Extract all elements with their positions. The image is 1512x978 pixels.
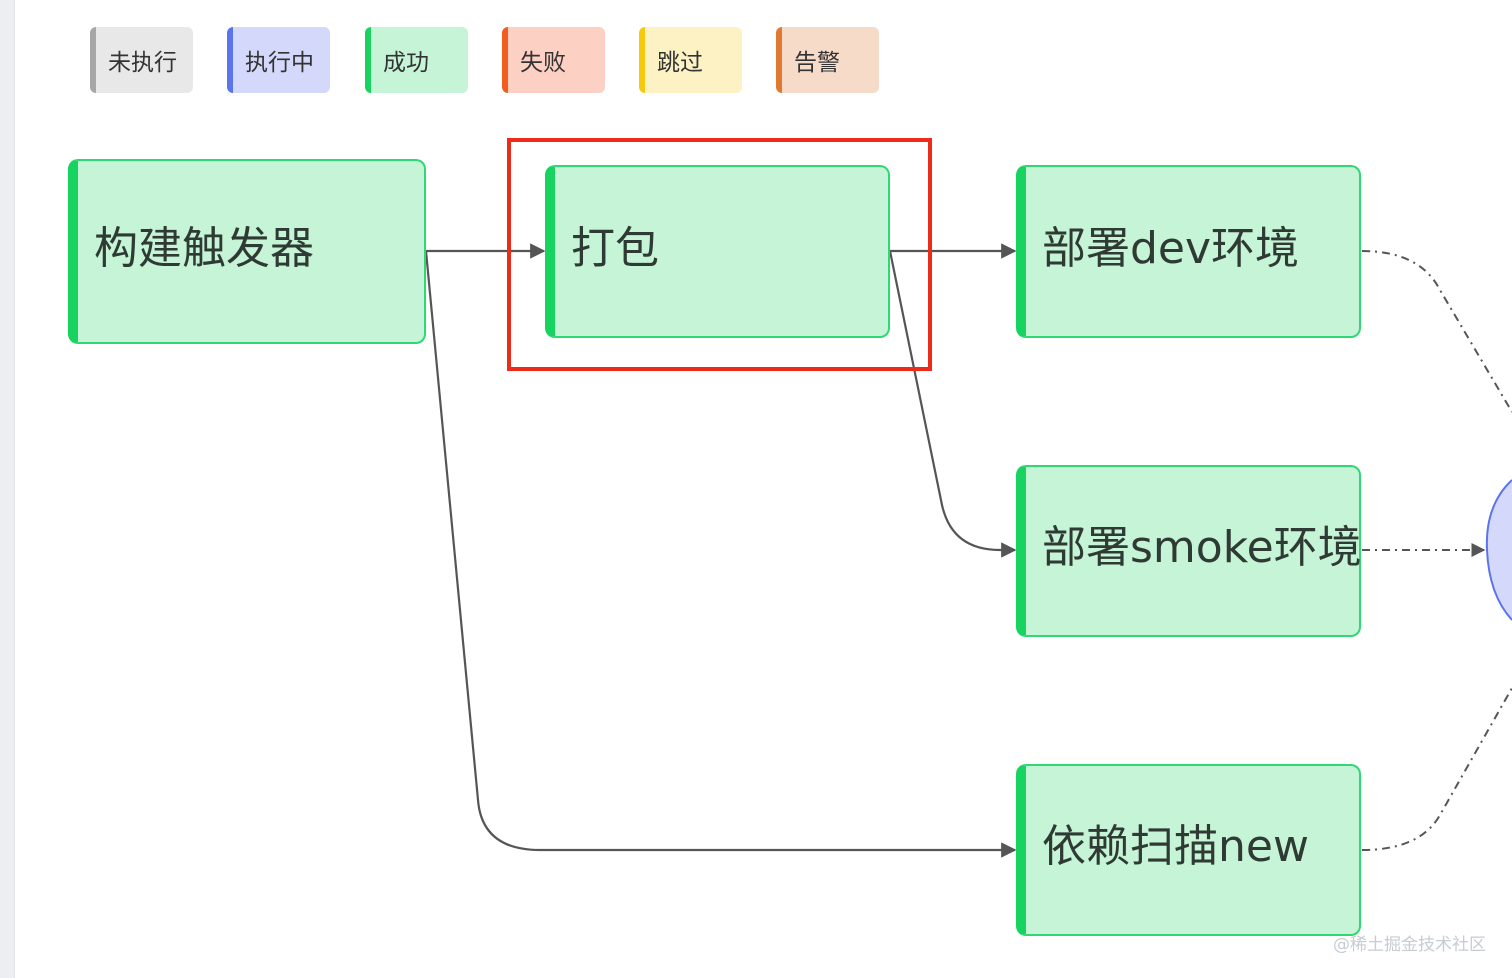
legend-label: 执行中 <box>245 50 314 76</box>
edge-dep-scan-out <box>1361 687 1512 851</box>
node-label: 打包 <box>571 222 659 274</box>
legend-label: 失败 <box>520 50 566 76</box>
edge-package-to-deploy-smoke <box>888 250 1017 558</box>
legend-running: 执行中 <box>227 27 330 93</box>
edge-trigger-to-dep-scan <box>424 250 1017 858</box>
node-build-trigger[interactable]: 构建触发器 <box>68 159 426 344</box>
highlight-frame <box>507 138 932 371</box>
node-dependency-scan[interactable]: 依赖扫描new <box>1016 764 1361 936</box>
node-label: 构建触发器 <box>94 222 314 274</box>
next-node-partial[interactable] <box>1485 479 1512 621</box>
node-label: 依赖扫描new <box>1042 821 1309 872</box>
legend-label: 未执行 <box>108 50 177 76</box>
legend-label: 跳过 <box>657 50 703 76</box>
node-deploy-dev[interactable]: 部署dev环境 <box>1016 165 1361 338</box>
watermark: @稀土掘金技术社区 <box>1333 935 1486 955</box>
edge-deploy-dev-out <box>1361 250 1512 413</box>
left-panel-edge <box>0 0 15 978</box>
legend-label: 告警 <box>794 50 840 76</box>
node-deploy-smoke[interactable]: 部署smoke环境 <box>1016 465 1362 637</box>
legend-success: 成功 <box>365 27 468 93</box>
legend-failed: 失败 <box>502 27 605 93</box>
legend-not-executed: 未执行 <box>90 27 193 93</box>
legend-warning: 告警 <box>776 27 879 93</box>
node-label: 部署dev环境 <box>1042 222 1300 274</box>
node-package[interactable]: 打包 <box>545 165 890 338</box>
legend-skipped: 跳过 <box>639 27 742 93</box>
legend-label: 成功 <box>383 50 429 76</box>
node-label: 部署smoke环境 <box>1042 522 1362 573</box>
